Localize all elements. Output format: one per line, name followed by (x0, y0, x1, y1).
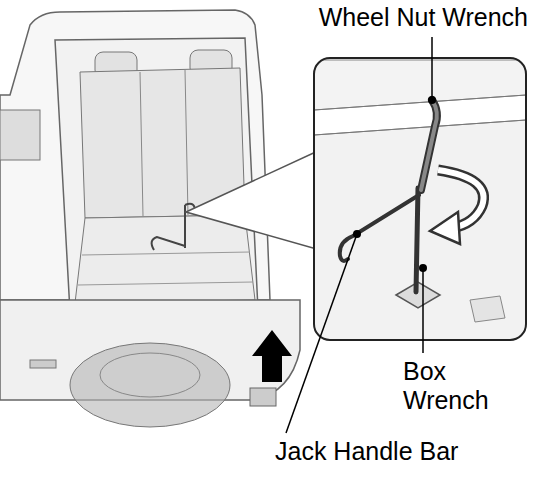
cargo-opening (55, 38, 258, 312)
floor-bracket (470, 296, 505, 322)
taillight (0, 110, 40, 160)
part-label: Wheel Nut Wrench (319, 3, 528, 32)
inset-content (314, 60, 526, 340)
rotation-arrowhead (430, 212, 460, 244)
box-wrench (416, 188, 418, 292)
spare-tire (70, 343, 230, 427)
leader-dot (428, 96, 436, 104)
seat-seam (140, 70, 188, 216)
leader-dot (419, 264, 427, 272)
inset-ground (314, 58, 526, 340)
wheel-nut-wrench (421, 100, 437, 190)
floor-surface (314, 120, 526, 340)
wheel-nut-wrench-highlight (421, 100, 437, 190)
part-label: Jack Handle Bar (275, 437, 458, 466)
part-label: Box Wrench (403, 357, 515, 415)
up-arrow (252, 330, 292, 382)
leader-line (431, 37, 433, 100)
cargo-floor (75, 215, 255, 303)
trim-edge (314, 95, 526, 135)
leader-line (422, 268, 424, 353)
inset-border (314, 58, 526, 340)
zoom-pointer (186, 150, 320, 250)
rotation-arrow (438, 170, 484, 228)
reflector (30, 360, 56, 368)
hitch (250, 388, 276, 406)
rotation-arrow-fill (438, 170, 484, 228)
spare-wheel (100, 353, 200, 397)
floor-panel (78, 252, 253, 285)
leader-line (286, 234, 357, 433)
leader-dot (353, 230, 361, 238)
